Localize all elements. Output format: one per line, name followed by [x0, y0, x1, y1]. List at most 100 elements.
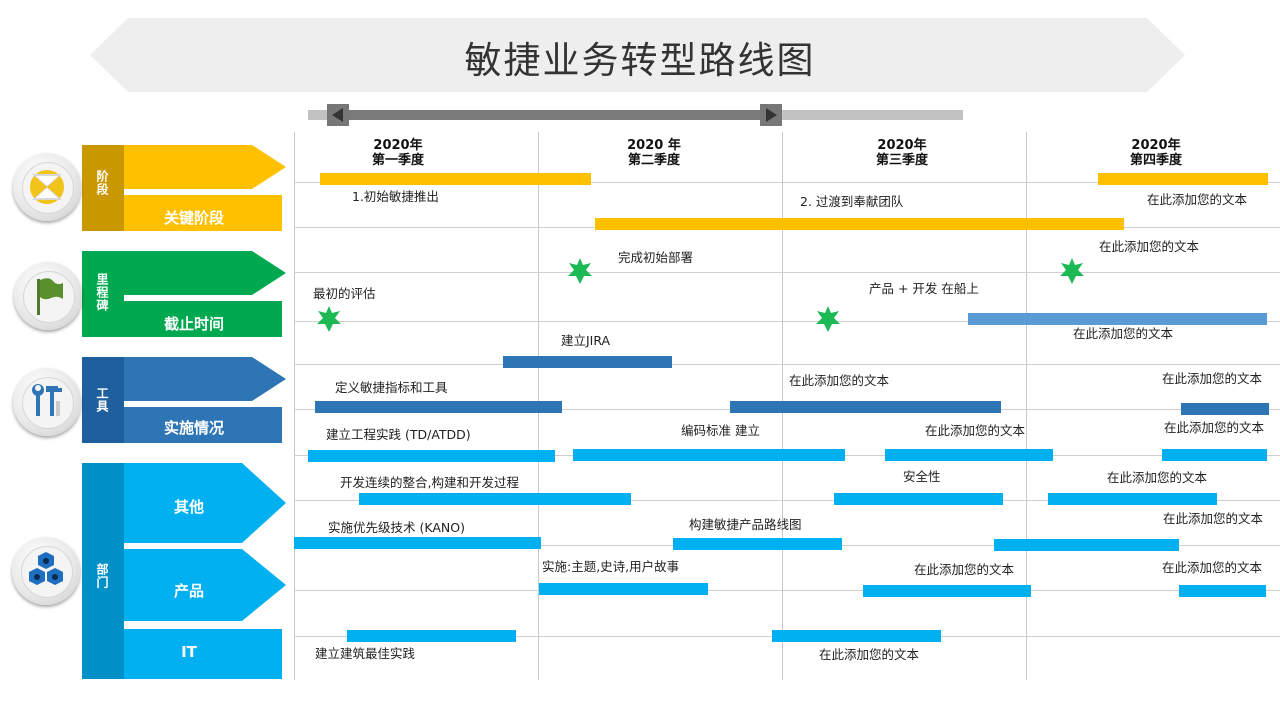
roadmap-label: 建立JIRA	[561, 333, 611, 348]
bar-other-2	[834, 493, 1003, 505]
grid-hline	[294, 272, 1280, 273]
flag-icon	[14, 262, 82, 330]
bar-other-1	[359, 493, 631, 505]
bar-other-6	[994, 539, 1179, 551]
roadmap-label: 在此添加您的文本	[1073, 326, 1174, 341]
quarter-name: 第四季度	[1129, 153, 1182, 168]
roadmap-label: 在此添加您的文本	[1162, 560, 1263, 575]
quarter-year: 2020年	[877, 138, 927, 153]
category-label-bg-stage	[124, 195, 282, 231]
roadmap-label: 在此添加您的文本	[1162, 371, 1263, 386]
category-arrow-milestone	[124, 251, 286, 295]
grid-vline	[294, 132, 295, 680]
roadmap-label: 构建敏捷产品路线图	[689, 517, 802, 532]
hourglass-icon	[13, 153, 81, 221]
roadmap-label: 定义敏捷指标和工具	[335, 380, 448, 395]
cells-icon	[12, 537, 80, 605]
roadmap-label: 实施优先级技术 (KANO)	[328, 520, 465, 535]
category-tools: 工具 实施情况	[82, 357, 286, 443]
roadmap-label: 编码标准 建立	[681, 423, 760, 438]
category-label-milestone: 截止时间	[163, 315, 224, 333]
bar-impl-1	[308, 450, 555, 462]
quarter-year: 2020年	[373, 138, 423, 153]
quarter-header-q3: 2020年 第三季度	[822, 138, 982, 168]
bar-it-1	[347, 630, 516, 642]
category-arrow-tools	[124, 357, 286, 401]
category-milestone: 里程碑 截止时间	[82, 251, 286, 337]
category-label-dept-it: IT	[181, 643, 197, 661]
roadmap-label: 在此添加您的文本	[925, 423, 1026, 438]
arrow-left-icon	[332, 108, 343, 122]
bar-other-5	[673, 538, 842, 550]
roadmap-label: 在此添加您的文本	[1164, 420, 1265, 435]
category-label-dept-product: 产品	[173, 582, 204, 600]
category-label-bg-tools	[124, 407, 282, 443]
bar-stage-2	[1098, 173, 1268, 185]
roadmap-label: 2. 过渡到奉献团队	[800, 194, 904, 209]
grid-hline	[294, 500, 1280, 501]
quarter-name: 第二季度	[627, 153, 680, 168]
category-tag-text-tools: 工具	[95, 387, 109, 413]
roadmap-label: 建立建筑最佳实践	[315, 646, 416, 661]
milestone-star-icon	[816, 306, 840, 332]
category-dept: 部门 其他 产品 IT	[82, 463, 286, 679]
quarter-header-q1: 2020年 第一季度	[318, 138, 478, 168]
bar-product-3	[1179, 585, 1266, 597]
roadmap-label: 1.初始敏捷推出	[352, 189, 439, 204]
category-stage: 阶段 关键阶段	[82, 145, 286, 231]
roadmap-label: 产品 + 开发 在船上	[869, 281, 979, 296]
bar-tools-2	[315, 401, 562, 413]
quarter-year: 2020年	[1131, 138, 1181, 153]
roadmap-label: 建立工程实践 (TD/ATDD)	[326, 427, 471, 442]
bar-product-1	[539, 583, 708, 595]
bar-tools-4	[1181, 403, 1269, 415]
roadmap-label: 安全性	[903, 469, 941, 484]
timeline-range[interactable]	[328, 110, 780, 120]
bar-milestone-1	[968, 313, 1267, 325]
roadmap-label: 开发连续的整合,构建和开发过程	[340, 475, 519, 490]
bar-impl-4	[1162, 449, 1267, 461]
timeline-left-handle[interactable]	[327, 104, 349, 126]
roadmap-label: 在此添加您的文本	[1163, 511, 1264, 526]
grid-hline	[294, 364, 1280, 365]
tools-icon	[13, 368, 81, 436]
bar-product-2	[863, 585, 1031, 597]
quarter-header-q2: 2020 年 第二季度	[574, 138, 734, 168]
bar-tools-1	[503, 356, 672, 368]
category-tag-text-milestone: 里程碑	[95, 273, 109, 312]
bar-stage-3	[595, 218, 1124, 230]
grid-vline	[1026, 132, 1027, 680]
bar-impl-3	[885, 449, 1053, 461]
quarter-name: 第一季度	[371, 153, 424, 168]
roadmap-label: 最初的评估	[313, 286, 376, 301]
roadmap-label: 在此添加您的文本	[914, 562, 1015, 577]
grid-hline	[294, 182, 1280, 183]
arrow-right-icon	[766, 108, 777, 122]
roadmap-label: 完成初始部署	[618, 250, 694, 265]
bar-other-4	[294, 537, 541, 549]
category-label-dept-other: 其他	[173, 498, 204, 516]
bar-it-2	[772, 630, 941, 642]
category-arrow-stage	[124, 145, 286, 189]
quarter-header-q4: 2020年 第四季度	[1076, 138, 1236, 168]
timeline-right-handle[interactable]	[760, 104, 782, 126]
category-arrow-dept-product	[124, 549, 286, 621]
quarter-name: 第三季度	[875, 153, 928, 168]
category-label-stage: 关键阶段	[163, 209, 224, 227]
roadmap-label: 在此添加您的文本	[789, 373, 890, 388]
title-banner	[90, 18, 1185, 92]
bar-tools-3	[730, 401, 1001, 413]
category-label-bg-milestone	[124, 301, 282, 337]
grid-hline	[294, 590, 1280, 591]
category-tag-text-stage: 阶段	[95, 170, 109, 196]
category-tag-tools	[82, 357, 124, 443]
milestone-star-icon	[568, 258, 592, 284]
roadmap-label: 在此添加您的文本	[1099, 239, 1200, 254]
bar-other-3	[1048, 493, 1217, 505]
category-tag-dept	[82, 463, 124, 679]
quarter-year: 2020 年	[627, 138, 681, 153]
category-tag-milestone	[82, 251, 124, 337]
roadmap-label: 在此添加您的文本	[1107, 470, 1208, 485]
milestone-star-icon	[1060, 258, 1084, 284]
bar-stage-1	[320, 173, 591, 185]
